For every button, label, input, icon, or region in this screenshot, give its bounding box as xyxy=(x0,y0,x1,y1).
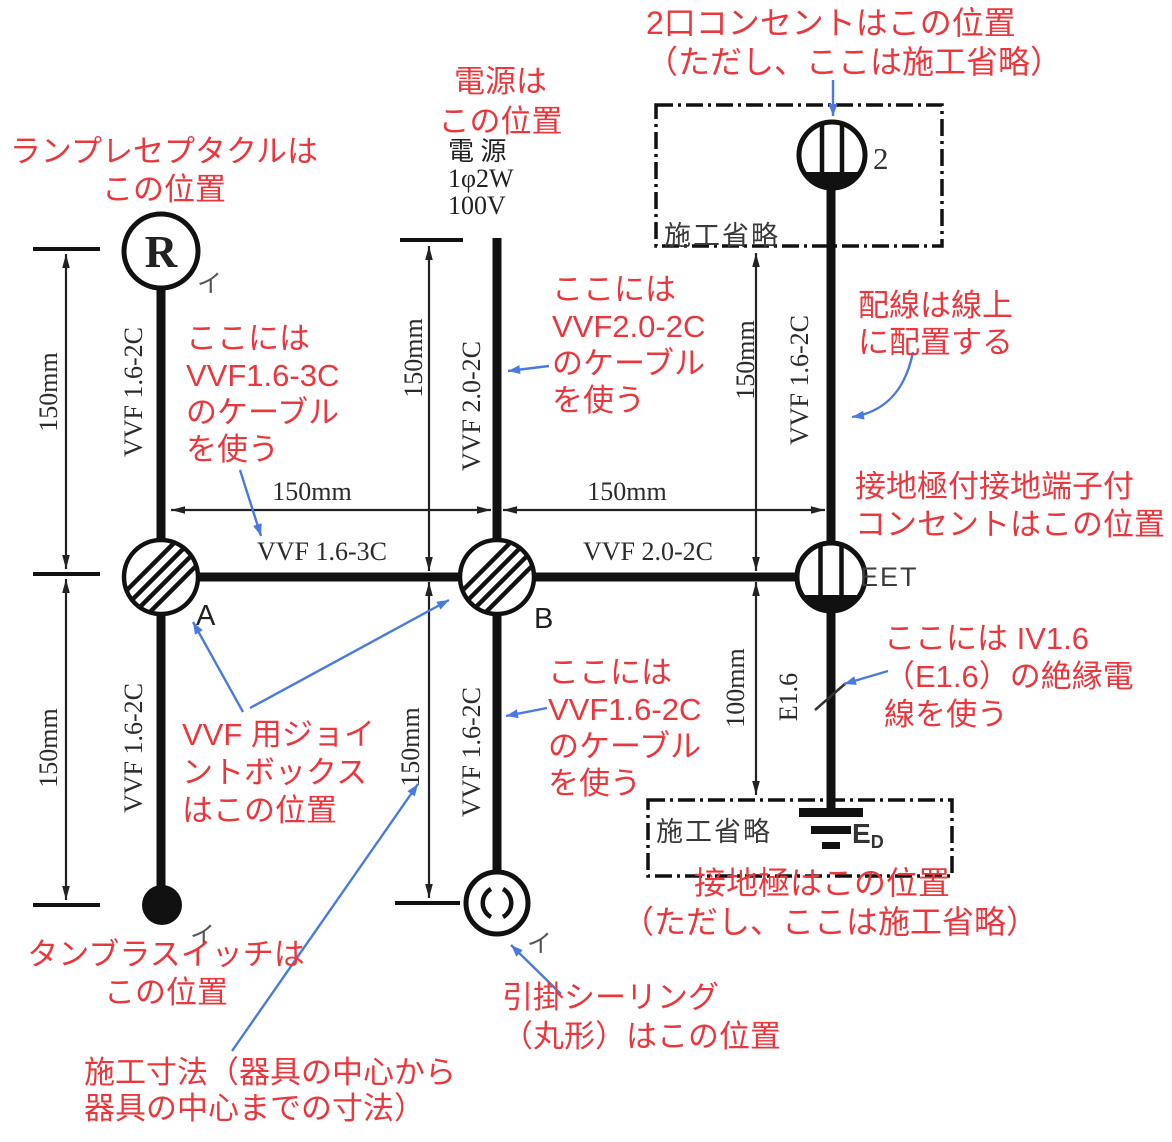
note-installation-dims: 施工寸法（器具の中心から 器具の中心までの寸法） xyxy=(84,1055,456,1126)
note-cable-vvf20-2c: ここには VVF2.0-2C のケーブル を使う xyxy=(552,272,706,418)
arrow-to-joint-b xyxy=(249,598,450,710)
note-joint-box: VVF 用ジョイ ントボックス はこの位置 xyxy=(182,717,375,828)
cable-label-b-eet-run: VVF 2.0-2C xyxy=(582,537,714,566)
note-tumbler-switch: タンブラスイッチは この位置 xyxy=(27,937,305,1010)
dimension-end-bars xyxy=(33,238,463,907)
eet-outlet-symbol xyxy=(794,540,868,614)
duplex-outlet-symbol xyxy=(796,119,868,191)
cable-label-power-run: VVF 2.0-2C xyxy=(457,340,486,472)
dim-power-col: 150mm xyxy=(399,318,428,398)
note-power-position: 電源は この位置 xyxy=(438,64,563,139)
dim-ceiling-col: 150mm xyxy=(396,707,425,787)
lamp-receptacle-symbol xyxy=(121,211,201,291)
omitted-box-top xyxy=(654,103,944,248)
joint-box-a-symbol xyxy=(121,537,201,617)
circuit-tag-ceiling: イ xyxy=(527,930,553,958)
note-eet-outlet: 接地極付接地端子付 コンセントはこの位置 xyxy=(855,469,1165,542)
omitted-label-bottom: 施工省略 xyxy=(656,817,772,847)
circuit-tag-lamp: イ xyxy=(197,270,223,298)
circuit-tag-switch: イ xyxy=(190,922,216,950)
omitted-box-bottom xyxy=(646,798,954,878)
cable-label-ceiling-run: VVF 1.6-2C xyxy=(457,686,486,818)
ground-electrode-symbol xyxy=(799,808,863,849)
arrow-to-dimension xyxy=(231,783,419,1052)
dim-left-bottom: 150mm xyxy=(34,708,63,788)
omitted-boxes xyxy=(646,103,954,878)
dim-a-to-b: 150mm xyxy=(272,477,352,506)
note-routing: 配線は線上 に配置する xyxy=(858,288,1013,360)
tumbler-switch-symbol xyxy=(142,885,182,925)
outlet-count-label: 2 xyxy=(873,141,889,176)
eet-outlet-label: EET xyxy=(860,562,919,592)
ground-electrode-label: ED xyxy=(852,818,884,852)
note-lamp-receptacle: ランプレセプタクルは この位置 xyxy=(9,134,319,207)
cable-label-lamp-run: VVF 1.6-2C xyxy=(119,326,148,458)
joint-box-a-letter: A xyxy=(196,600,216,632)
arrow-to-outlet-cable xyxy=(851,351,915,420)
cable-label-switch-run: VVF 1.6-2C xyxy=(119,682,148,814)
power-source-spec: 電 源 1φ2W 100V xyxy=(448,137,514,220)
dim-left-top: 150mm xyxy=(34,352,63,432)
note-ground-electrode: 接地極はこの位置 （ただし、ここは施工省略） xyxy=(622,865,1039,940)
joint-box-b-letter: B xyxy=(534,603,554,635)
cable-label-outlet-run: VVF 1.6-2C xyxy=(785,314,814,446)
arrow-to-power-cable xyxy=(507,364,550,375)
arrow-to-ceiling-cable xyxy=(505,706,548,719)
omitted-label-top: 施工省略 xyxy=(664,221,780,251)
annotation-arrows xyxy=(191,80,915,1052)
joint-box-b-symbol xyxy=(457,537,537,617)
dimension-lines xyxy=(62,246,825,900)
cable-label-joint-ab-run: VVF 1.6-3C xyxy=(256,537,388,566)
dim-b-to-eet: 150mm xyxy=(587,477,667,506)
dim-ground-col: 100mm xyxy=(721,648,750,728)
cable-label-ground-run: E1.6 xyxy=(774,672,803,722)
note-iv-wire: ここには IV1.6 （E1.6）の絶縁電 線を使う xyxy=(884,621,1134,732)
conductor-tick-mark xyxy=(814,682,847,711)
arrow-to-ceiling-rose xyxy=(510,944,562,995)
ceiling-rose-symbol xyxy=(463,869,531,937)
arrow-to-ground-wire xyxy=(843,669,889,686)
note-duplex-outlet: 2口コンセントはこの位置 （ただし、ここは施工省略） xyxy=(646,5,1063,80)
arrow-to-ab-cable xyxy=(238,469,263,537)
cable-wires xyxy=(156,186,836,886)
note-cable-vvf16-3c: ここには VVF1.6-3C のケーブル を使う xyxy=(186,321,340,467)
note-ceiling-rose: 引掛シーリング （丸形）はこの位置 xyxy=(502,980,781,1054)
arrow-to-joint-a xyxy=(191,621,245,713)
lamp-receptacle-letter: R xyxy=(144,227,178,277)
dim-outlet-col: 150mm xyxy=(731,320,760,400)
note-cable-vvf16-2c: ここには VVF1.6-2C のケーブル を使う xyxy=(548,655,702,801)
